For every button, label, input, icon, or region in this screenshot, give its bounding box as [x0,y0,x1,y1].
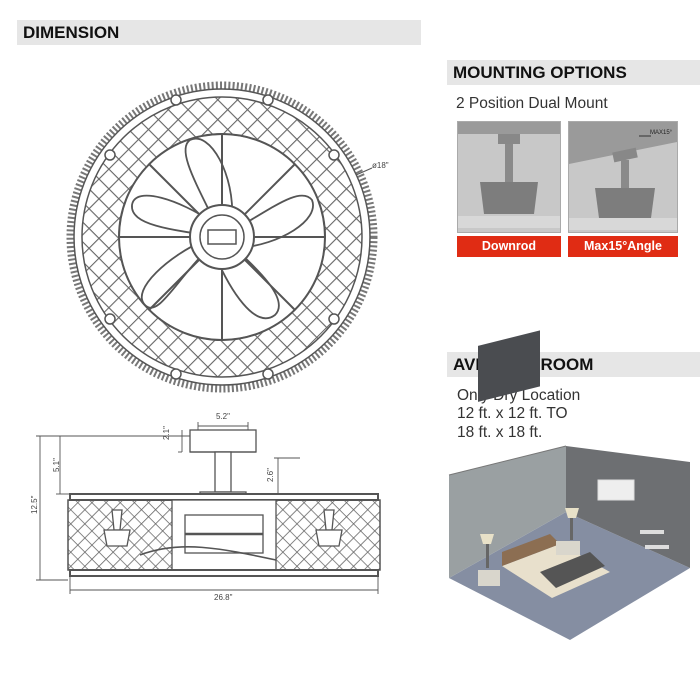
room-line-3: 18 ft. x 18 ft. [457,424,543,441]
downrod-mount-illustration [458,122,560,228]
room-line-2: 12 ft. x 12 ft. TO [457,405,568,422]
downrod-mount-photo [457,121,561,233]
max-angle-option-label: Max15°Angle [568,236,678,257]
top-view-group [66,81,378,393]
angle-mount-photo [568,121,678,233]
canopy-width-label: 5.2" [216,412,230,421]
downrod-option-label: Downrod [457,236,561,257]
dimension-header: DIMENSION [17,20,421,45]
mounting-options-header: MOUNTING OPTIONS [447,60,700,85]
max-angle-note: MAX15° [650,130,673,136]
mounting-subtitle: 2 Position Dual Mount [456,95,608,112]
dimension-header-text: DIMENSION [23,22,120,42]
side-view-group [36,422,381,594]
mounting-options-header-text: MOUNTING OPTIONS [453,62,627,82]
angle-mount-illustration [569,122,677,230]
diameter-label: ø18" [372,161,389,170]
room-group [448,330,690,640]
overall-width-label: 26.8" [214,593,233,602]
